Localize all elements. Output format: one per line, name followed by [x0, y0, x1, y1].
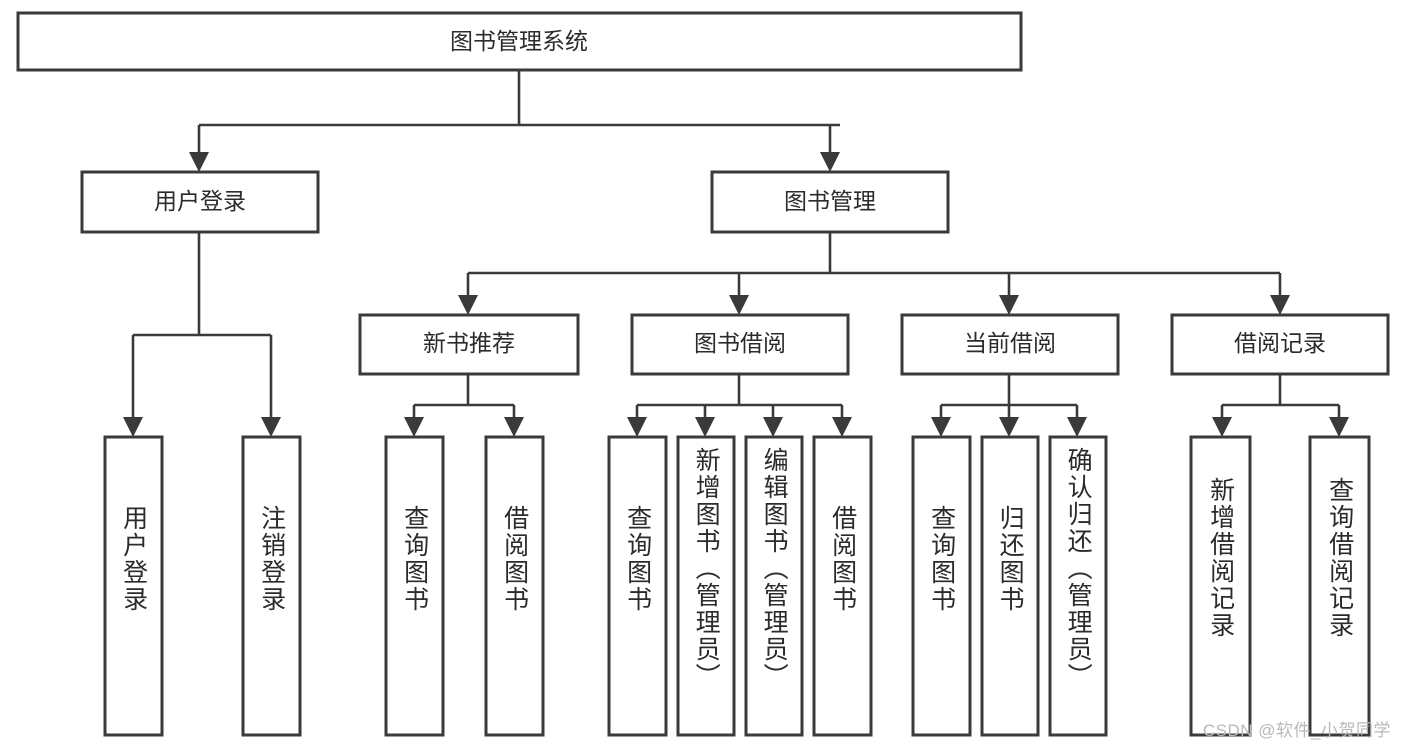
leaf-box-edit-book-admin[interactable] [744, 435, 804, 737]
leaf-box-user-login[interactable] [103, 435, 164, 737]
connector-userlogin-to-leaves [123, 232, 281, 437]
node-current-borrow[interactable] [900, 313, 1120, 376]
csdn-watermark: CSDN @软件_小贺同学 [1202, 721, 1391, 740]
node-current-borrow-label: 当前借阅 [964, 330, 1056, 356]
node-borrow-records[interactable] [1170, 313, 1390, 376]
node-user-login-label: 用户登录 [154, 188, 246, 214]
leaf-box-add-borrow-record[interactable] [1189, 435, 1252, 737]
leaf-box-confirm-return-admin[interactable] [1048, 435, 1108, 737]
connector-borrow-to-leaves [627, 374, 852, 437]
connector-newbooks-to-leaves [404, 374, 524, 437]
node-user-login[interactable] [80, 170, 320, 234]
leaf-box-return-books[interactable] [980, 435, 1040, 737]
node-root-label: 图书管理系统 [450, 28, 588, 54]
leaf-box-borrow-books-recommend[interactable] [484, 435, 545, 737]
node-book-borrow[interactable] [630, 313, 850, 376]
connector-records-to-leaves [1212, 374, 1349, 437]
node-root-book-management-system[interactable] [16, 11, 1023, 72]
leaf-box-query-books-current[interactable] [911, 435, 972, 737]
node-book-borrow-label: 图书借阅 [694, 330, 786, 356]
node-new-book-recommend[interactable] [358, 313, 580, 376]
leaf-box-query-books-recommend[interactable] [384, 435, 445, 737]
node-book-management-label: 图书管理 [784, 188, 876, 214]
leaf-box-add-book-admin[interactable] [676, 435, 736, 737]
connector-root-to-level2 [189, 70, 840, 172]
leaf-box-borrow-books-borrow[interactable] [812, 435, 873, 737]
node-borrow-records-label: 借阅记录 [1234, 330, 1326, 356]
leaf-box-logout[interactable] [241, 435, 302, 737]
connector-current-to-leaves [931, 374, 1087, 437]
leaf-box-query-books-borrow[interactable] [607, 435, 668, 737]
node-book-management[interactable] [710, 170, 950, 234]
connector-bookmgmt-to-level3 [458, 232, 1290, 315]
node-new-book-recommend-label: 新书推荐 [423, 330, 515, 356]
leaf-box-query-borrow-record[interactable] [1308, 435, 1371, 737]
